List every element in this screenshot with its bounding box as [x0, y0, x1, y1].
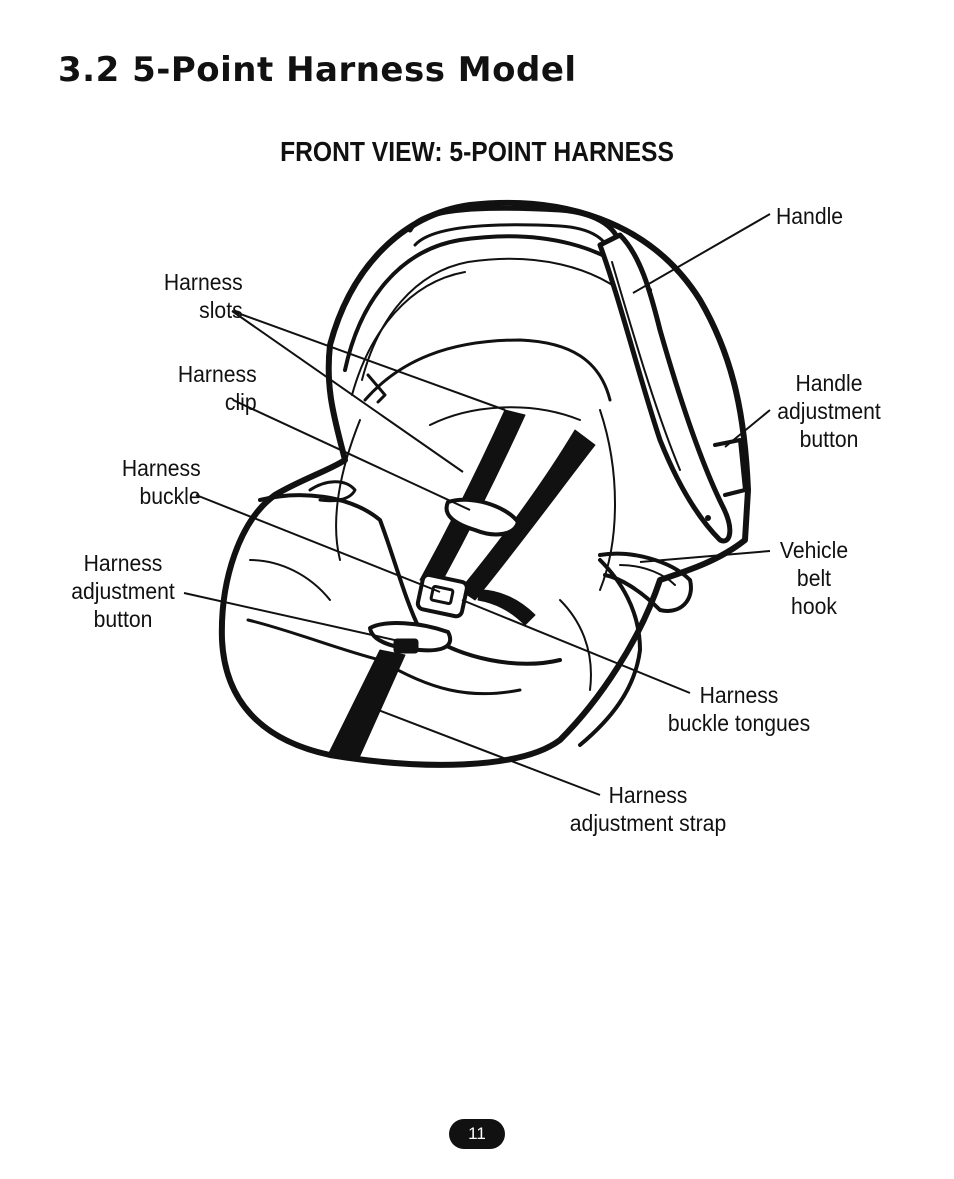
leader-harness-buckle — [195, 494, 441, 593]
leader-harness-slots-a — [231, 310, 506, 411]
leader-harness-adjustment-button — [183, 592, 409, 644]
leader-harness-slots-b — [231, 310, 464, 473]
harness-adjustment-button-shape — [368, 621, 453, 653]
leader-handle — [632, 213, 771, 294]
seat-cushion — [258, 493, 562, 666]
lap-strap-right — [477, 589, 536, 626]
handle — [407, 205, 623, 253]
callout-harness-clip: Harness clip — [178, 361, 257, 415]
leader-harness-adjustment-strap — [359, 702, 601, 796]
leader-vehicle-belt-hook — [639, 550, 771, 563]
headrest — [363, 338, 612, 402]
callout-harness-adjustment-button: Harness adjustment button — [71, 550, 175, 632]
page-number: 11 — [449, 1119, 505, 1149]
leader-harness-buckle-tongues — [461, 599, 691, 694]
callout-vehicle-belt-hook: Vehicle belt hook — [779, 537, 849, 619]
section-title: 3.2 5-Point Harness Model — [58, 50, 577, 90]
callout-handle-adjustment-button: Handle adjustment button — [777, 370, 881, 452]
left-shoulder-strap — [419, 409, 526, 586]
vehicle-belt-hook-shape — [598, 551, 693, 613]
handle-adjustment-button-shape — [713, 438, 747, 497]
callout-harness-slots: Harness slots — [164, 269, 243, 323]
callout-harness-buckle: Harness buckle — [122, 455, 201, 509]
leader-harness-clip — [232, 399, 471, 511]
leader-handle-adjustment-button — [724, 409, 771, 448]
right-shoulder-strap — [459, 429, 596, 601]
callout-handle: Handle — [776, 203, 844, 229]
callout-harness-buckle-tongues: Harness buckle tongues — [667, 682, 811, 736]
callout-harness-adjustment-strap: Harness adjustment strap — [569, 782, 727, 836]
figure-title: FRONT VIEW: 5-POINT HARNESS — [280, 136, 674, 167]
